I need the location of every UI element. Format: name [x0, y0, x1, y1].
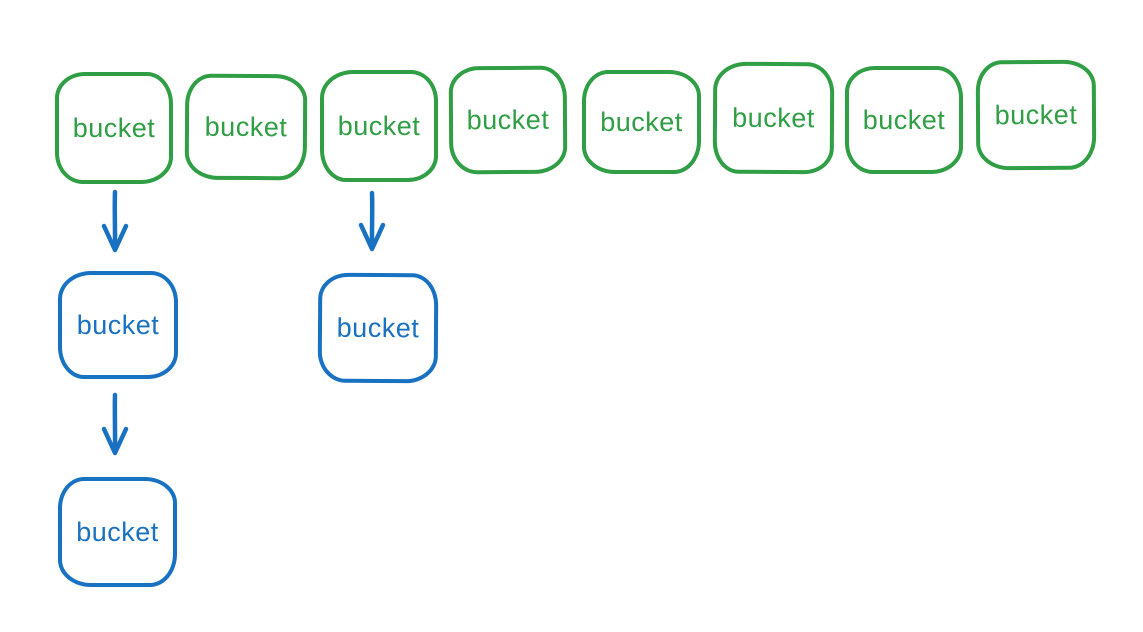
chain-bucket-2: bucket [317, 272, 439, 384]
top-row-bucket-3: bucket [320, 70, 438, 182]
down-arrow-icon-2 [358, 190, 386, 252]
top-row-bucket-2: bucket [184, 73, 308, 181]
down-arrow-icon-3 [101, 392, 129, 456]
top-row-bucket-1: bucket [55, 72, 173, 184]
top-row-bucket-4: bucket [448, 65, 568, 175]
top-row-bucket-7: bucket [845, 66, 963, 174]
top-row-bucket-6: bucket [712, 61, 835, 175]
down-arrow-icon-1 [101, 189, 129, 253]
chain-bucket-3: bucket [58, 477, 177, 587]
chain-bucket-1: bucket [58, 271, 178, 379]
top-row-bucket-5: bucket [582, 70, 701, 174]
top-row-bucket-8: bucket [975, 59, 1097, 171]
